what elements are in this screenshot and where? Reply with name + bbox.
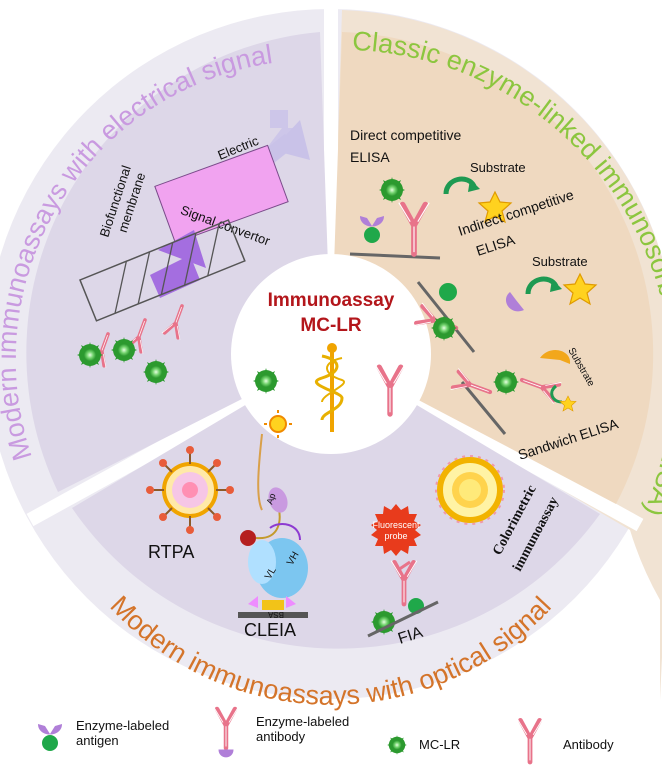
legend-label-mclr: MC-LR (419, 737, 460, 752)
biofunctional-membrane (79, 219, 246, 322)
legend-mclr-icon (387, 735, 407, 755)
fluorescent-probe-icon: Fluorescent probe (371, 504, 421, 556)
legend-line: Enzyme-labeled (256, 714, 350, 729)
rtpa-label: RTPA (148, 542, 194, 562)
legend-label-antibody: Antibody (563, 737, 614, 752)
center-title: Immunoassay (268, 290, 395, 311)
legend (38, 708, 543, 763)
vl-label: VL (263, 565, 279, 581)
electrical-sector: Electric signal Signal convertor Biofunc… (77, 110, 310, 385)
probe-label-1: Fluorescent (372, 520, 420, 530)
legend-line: Enzyme-labeled (76, 718, 170, 733)
legend-label-enzyme-antibody: Enzyme-labeled antibody (256, 714, 349, 744)
legend-enzyme-antigen-icon (38, 724, 62, 751)
cleia-surface (238, 612, 308, 618)
legend-enzyme-antibody-icon (214, 708, 238, 758)
legend-line: antibody (256, 729, 306, 744)
legend-line: Antibody (563, 737, 614, 752)
optical-sector: RTPA Ap VL VH BSA CLEIA Fluorescent prob… (146, 410, 562, 648)
legend-antibody-icon (517, 719, 543, 762)
rtpa-particle (146, 446, 234, 534)
sun-icon (264, 410, 292, 438)
fia-label: FIA (396, 624, 425, 648)
legend-line: antigen (76, 733, 119, 748)
direct-elisa-label-1: Direct competitive (350, 127, 461, 143)
substrate-label-2: Substrate (532, 254, 588, 269)
legend-label-enzyme-antigen: Enzyme-labeled antigen (76, 718, 169, 748)
legend-line: MC-LR (419, 737, 461, 752)
ap-label: Ap (264, 492, 277, 506)
caduceus-icon (314, 343, 346, 432)
center-hub: Immunoassay MC-LR (253, 290, 404, 432)
probe-label-2: probe (384, 531, 407, 541)
substrate-label-1: Substrate (470, 160, 526, 175)
antigen-dot (439, 283, 457, 301)
bsa-label: BSA (267, 610, 284, 619)
cleia-label: CLEIA (244, 620, 296, 640)
center-subtitle: MC-LR (300, 315, 361, 336)
signal-convertor-box (154, 144, 289, 244)
direct-elisa-label-2: ELISA (350, 149, 390, 165)
colorimetric-particle (435, 455, 505, 525)
